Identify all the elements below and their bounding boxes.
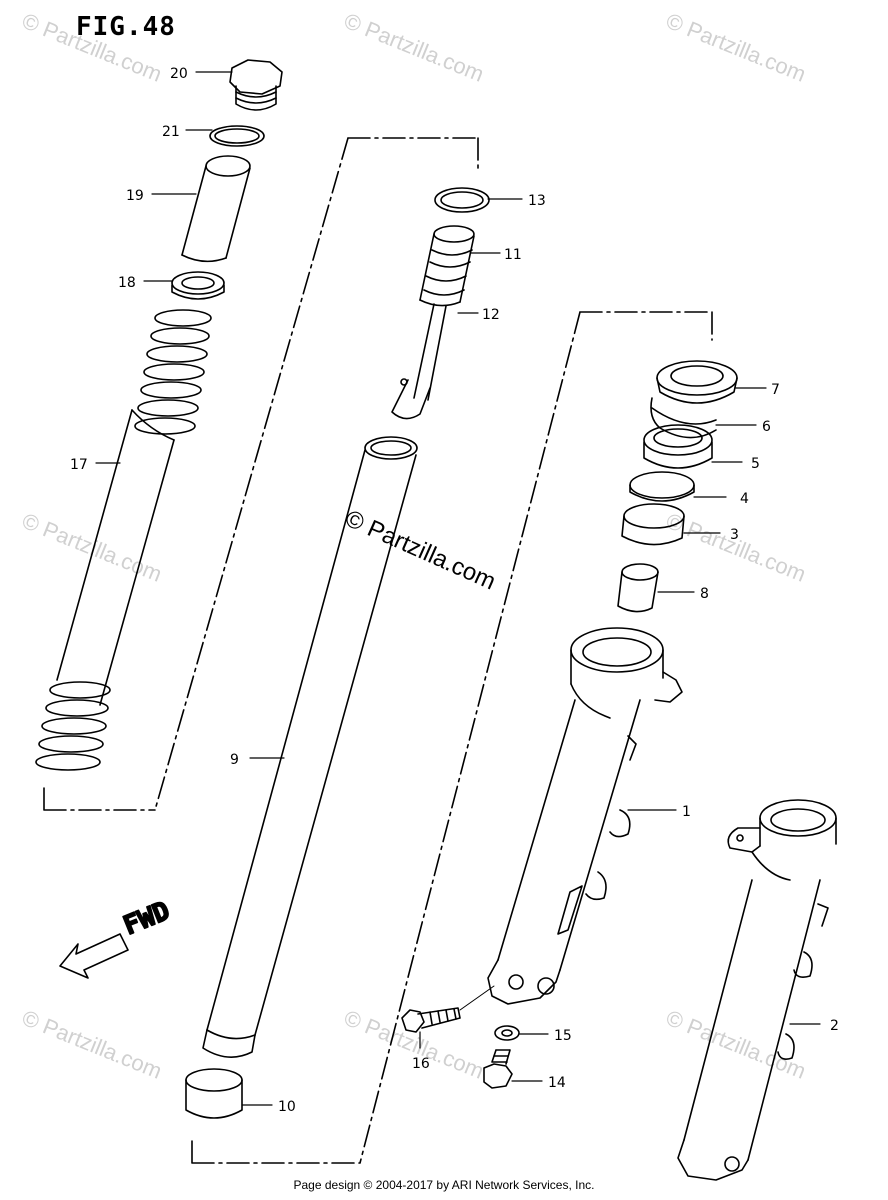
callout-21: 21 [162, 124, 180, 140]
part-15-washer [494, 1025, 520, 1041]
callout-7: 7 [771, 382, 780, 398]
callout-6: 6 [762, 419, 771, 435]
callout-17: 17 [70, 457, 88, 473]
callout-18: 18 [118, 275, 136, 291]
part-16-bolt [401, 985, 495, 1033]
callout-15: 15 [554, 1028, 572, 1044]
part-14-bolt [483, 1049, 513, 1089]
part-20-cap-bolt [229, 59, 283, 111]
part-3-guide-bushing [621, 503, 685, 546]
part-18-washer [171, 271, 225, 300]
callout-leaders [95, 71, 821, 1106]
part-8-cylinder-base [617, 563, 659, 613]
callout-19: 19 [126, 188, 144, 204]
figure-title: FIG.48 [76, 12, 176, 42]
fwd-arrow-icon [59, 933, 129, 979]
callout-5: 5 [751, 456, 760, 472]
callout-13: 13 [528, 193, 546, 209]
part-5-oil-seal [643, 424, 713, 469]
callout-10: 10 [278, 1099, 296, 1115]
fwd-label: FWD [119, 896, 174, 941]
callout-8: 8 [700, 586, 709, 602]
callout-12: 12 [482, 307, 500, 323]
callout-11: 11 [504, 247, 522, 263]
part-13-ring [434, 187, 490, 213]
part-7-dust-seal [656, 360, 738, 404]
callout-labels: 20 21 19 18 17 13 11 12 7 6 5 4 3 8 1 2 … [70, 66, 839, 1115]
part-4-washer [629, 471, 695, 502]
part-2-outer-slider [677, 799, 837, 1181]
callout-16: 16 [412, 1056, 430, 1072]
part-19-spacer [181, 155, 251, 263]
callout-1: 1 [682, 804, 691, 820]
part-9-outer-tube [191, 311, 713, 1164]
callout-9: 9 [230, 752, 239, 768]
part-21-o-ring [209, 125, 265, 147]
page-footer: Page design © 2004-2017 by ARI Network S… [293, 1178, 595, 1192]
part-17-inner-tube [35, 137, 479, 811]
part-1-outer-slider [487, 627, 683, 1005]
callout-3: 3 [730, 527, 739, 543]
callout-14: 14 [548, 1075, 566, 1091]
callout-2: 2 [830, 1018, 839, 1034]
callout-4: 4 [740, 491, 749, 507]
callout-20: 20 [170, 66, 188, 82]
part-10-bushing [185, 1068, 243, 1119]
part-11-12-damper-rod [391, 225, 475, 420]
